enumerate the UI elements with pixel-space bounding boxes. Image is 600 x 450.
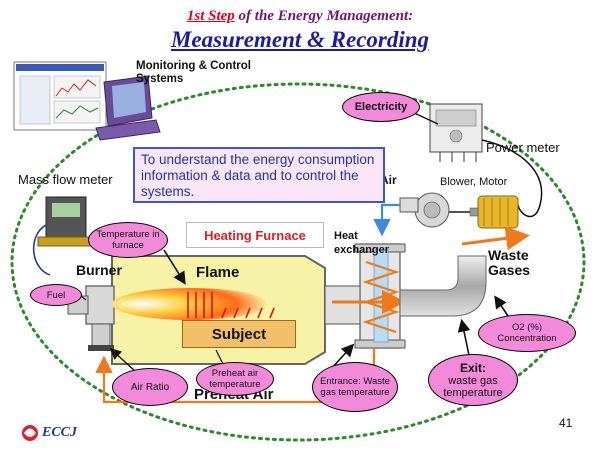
pointer-exit [457,318,471,361]
page-number: 41 [559,416,573,430]
blower-motor-label: Blower, Motor [440,176,508,188]
preheat-air-temp-bubble: Preheat air temperature [196,362,274,396]
air-ratio-bubble: Air Ratio [112,368,188,406]
eccj-logo-icon [22,425,38,441]
pointer-electricity [411,111,439,125]
monitoring-computer-icon [13,61,161,141]
air-intake-arrow [373,203,400,237]
info-box: To understand the energy consumption inf… [133,147,385,203]
blower-icon [399,192,450,228]
flame-label: Flame [196,264,240,281]
exit-bubble: Exit: waste gas temperature [428,354,518,406]
heat-lines [187,292,275,319]
step-title-rest: of the Energy Management: [234,8,414,24]
power-meter-label: Power meter [486,140,560,155]
subject-box: Subject [182,320,296,348]
mass-flow-line [32,224,51,276]
mass-flow-meter-icon [37,196,95,247]
eccj-logo-text: ECCJ [42,425,78,440]
waste-gas-pipe [399,255,487,317]
fuel-bubble: Fuel [30,284,82,306]
power-meter-wire [481,139,543,218]
burner-label: Burner [76,262,122,278]
waste-gas-arrow [461,226,530,251]
exit-bubble-body: waste gas temperature [443,374,503,399]
step-title: 1st Step of the Energy Management: [0,8,600,25]
waste-gases-label: Waste Gases [488,247,531,278]
flue-connector [324,285,361,325]
o2-bubble: O2 (%) Concentration [478,314,576,352]
temperature-furnace-bubble: Temperature in furnace [88,222,168,258]
power-meter-icon [429,103,483,162]
entrance-bubble: Entrance: Waste gas temperature [312,362,398,412]
heat-exchanger-icon [354,243,406,349]
mass-flow-meter-label: Mass flow meter [18,172,113,187]
step-label: 1st Step [186,8,235,24]
pointer-temperature [163,249,186,285]
heat-exchanger-label: Heat exchanger [334,230,390,256]
exit-bubble-title: Exit: [459,360,486,375]
electricity-bubble: Electricity [342,92,420,122]
monitoring-label: Monitoring & Control Systems [136,60,251,85]
heating-furnace-label: Heating Furnace [186,222,324,248]
system-boundary-ellipse [10,82,586,442]
main-title: Measurement & Recording [170,27,430,52]
motor-icon [469,195,519,229]
flame-shape [112,288,268,320]
pointer-air-ratio [109,348,137,373]
burner-icon [67,285,115,351]
